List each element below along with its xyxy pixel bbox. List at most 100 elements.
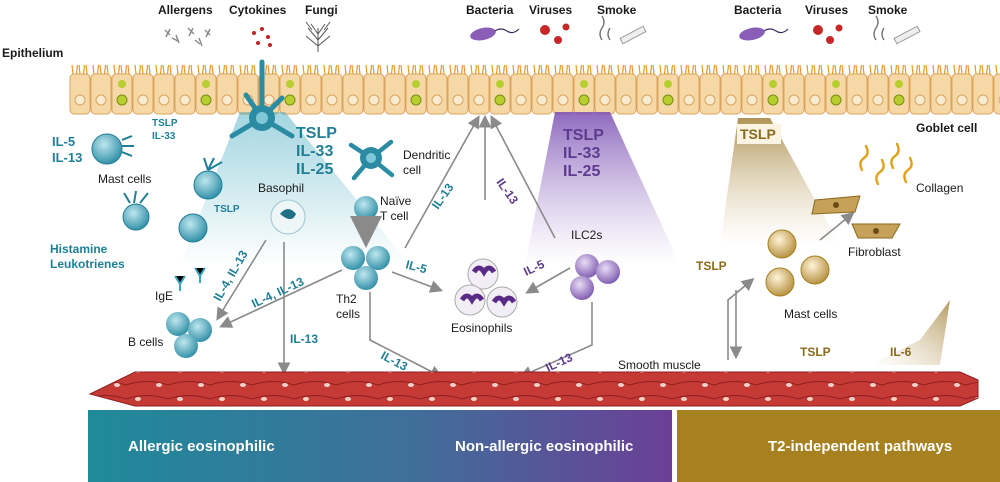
cilia xyxy=(197,64,214,75)
mast-il13-label: IL-13 xyxy=(52,150,82,165)
cilia xyxy=(680,64,697,75)
cilia xyxy=(113,64,130,75)
tslp-label-mast: TSLP xyxy=(696,259,727,273)
mucus-granule xyxy=(286,80,294,88)
purple-tslp-label: TSLP xyxy=(563,127,604,144)
t2-independent-band xyxy=(677,410,1000,482)
epithelial-cell xyxy=(216,73,238,115)
mast-tslp-label: TSLP xyxy=(152,118,178,129)
cell-nucleus xyxy=(305,94,317,106)
epithelial-cell xyxy=(909,73,931,115)
fibroblast-icon xyxy=(811,195,901,239)
epithelial-cell xyxy=(132,73,154,115)
mucus-granule xyxy=(202,80,210,88)
goblet-nucleus xyxy=(830,94,842,106)
goblet-nucleus xyxy=(893,94,905,106)
epithelial-cell xyxy=(90,73,112,115)
cell-nucleus xyxy=(977,94,989,106)
cilia xyxy=(848,64,865,75)
mast-cell-icon-2 xyxy=(193,157,223,200)
ige-antibody-icon xyxy=(174,267,206,291)
smoke-icon-1 xyxy=(599,15,647,45)
epithelial-cell xyxy=(972,73,994,115)
mucus-granule xyxy=(769,80,777,88)
b-cells-icon xyxy=(166,312,212,358)
cilia xyxy=(533,64,550,75)
epithelial-cell xyxy=(153,73,175,115)
epithelial-cell xyxy=(300,73,322,115)
histamine-label: Histamine xyxy=(50,242,108,256)
goblet-nucleus xyxy=(767,94,779,106)
cilia xyxy=(995,64,1000,75)
ilc2s-label: ILC2s xyxy=(571,228,602,242)
il13-label-basophil: IL-13 xyxy=(290,332,318,346)
goblet-nucleus xyxy=(578,94,590,106)
epithelium-layer xyxy=(69,64,1000,115)
goblet-cell-label: Goblet cell xyxy=(916,121,977,135)
cell-nucleus xyxy=(389,94,401,106)
epithelial-cell xyxy=(804,73,826,115)
cell-nucleus xyxy=(809,94,821,106)
cilia xyxy=(827,64,844,75)
mast-cell-icon-1 xyxy=(91,133,134,165)
il5-label-th2: IL-5 xyxy=(404,257,429,276)
epithelial-cell xyxy=(951,73,973,115)
epithelial-cell xyxy=(174,73,196,115)
il6-label-muscle: IL-6 xyxy=(890,345,912,359)
cilia xyxy=(155,64,172,75)
cell-nucleus xyxy=(452,94,464,106)
cilia xyxy=(512,64,529,75)
il4-il13-label-2: IL-4, IL-13 xyxy=(249,274,306,310)
mast-cell-icon-3 xyxy=(178,213,208,243)
collagen-icon xyxy=(859,142,913,186)
cytokines-icon xyxy=(252,27,272,47)
dendritic-cell-icon-2 xyxy=(348,139,395,181)
ilc2-to-epithelium-arrow xyxy=(490,115,556,239)
cell-nucleus xyxy=(935,94,947,106)
cilia xyxy=(932,64,949,75)
cell-nucleus xyxy=(221,94,233,106)
th2-to-eos-arrow xyxy=(391,271,443,293)
cell-nucleus xyxy=(179,94,191,106)
mucus-granule xyxy=(118,80,126,88)
epithelial-cell xyxy=(699,73,721,115)
cilia xyxy=(491,64,508,75)
bacteria-label-2: Bacteria xyxy=(734,3,782,17)
fibroblast-label: Fibroblast xyxy=(848,245,901,259)
th2-to-muscle-arrow xyxy=(369,292,443,378)
goblet-nucleus xyxy=(116,94,128,106)
cilia xyxy=(386,64,403,75)
cell-nucleus xyxy=(641,94,653,106)
muscle-to-mast-arrow-1 xyxy=(727,277,755,360)
mast-cells-icon-right xyxy=(765,229,830,297)
virus-icon-2 xyxy=(813,24,843,44)
epithelial-cell xyxy=(363,73,385,115)
cell-nucleus xyxy=(746,94,758,106)
epithelium-label: Epithelium xyxy=(2,46,63,60)
th2-label-2: cells xyxy=(336,307,360,321)
gold-tslp-bg xyxy=(737,124,781,144)
allergic-band-label: Allergic eosinophilic xyxy=(128,438,275,455)
cytokines-label: Cytokines xyxy=(229,3,287,17)
th2-to-epithelium-arrow xyxy=(404,115,480,249)
epithelial-cell xyxy=(993,73,1000,115)
cilia xyxy=(890,64,907,75)
t2-independent-band-label: T2-independent pathways xyxy=(768,438,952,455)
cilia xyxy=(92,64,109,75)
teal-tslp-label: TSLP xyxy=(296,125,337,142)
epithelial-cell xyxy=(741,73,763,115)
cell-nucleus xyxy=(704,94,716,106)
il13-label-up: IL-13 xyxy=(429,180,457,211)
viruses-label-2: Viruses xyxy=(805,3,848,17)
allergen-icon xyxy=(164,27,211,47)
epithelial-cell xyxy=(321,73,343,115)
mast-to-fibroblast-arrow xyxy=(819,211,855,241)
teal-il33-label: IL-33 xyxy=(296,143,333,160)
cell-nucleus xyxy=(515,94,527,106)
mast-il33-label: IL-33 xyxy=(152,131,176,142)
purple-il25-label: IL-25 xyxy=(563,163,600,180)
cilia xyxy=(239,64,256,75)
cell-nucleus xyxy=(263,94,275,106)
cilia xyxy=(596,64,613,75)
cilia xyxy=(659,64,676,75)
